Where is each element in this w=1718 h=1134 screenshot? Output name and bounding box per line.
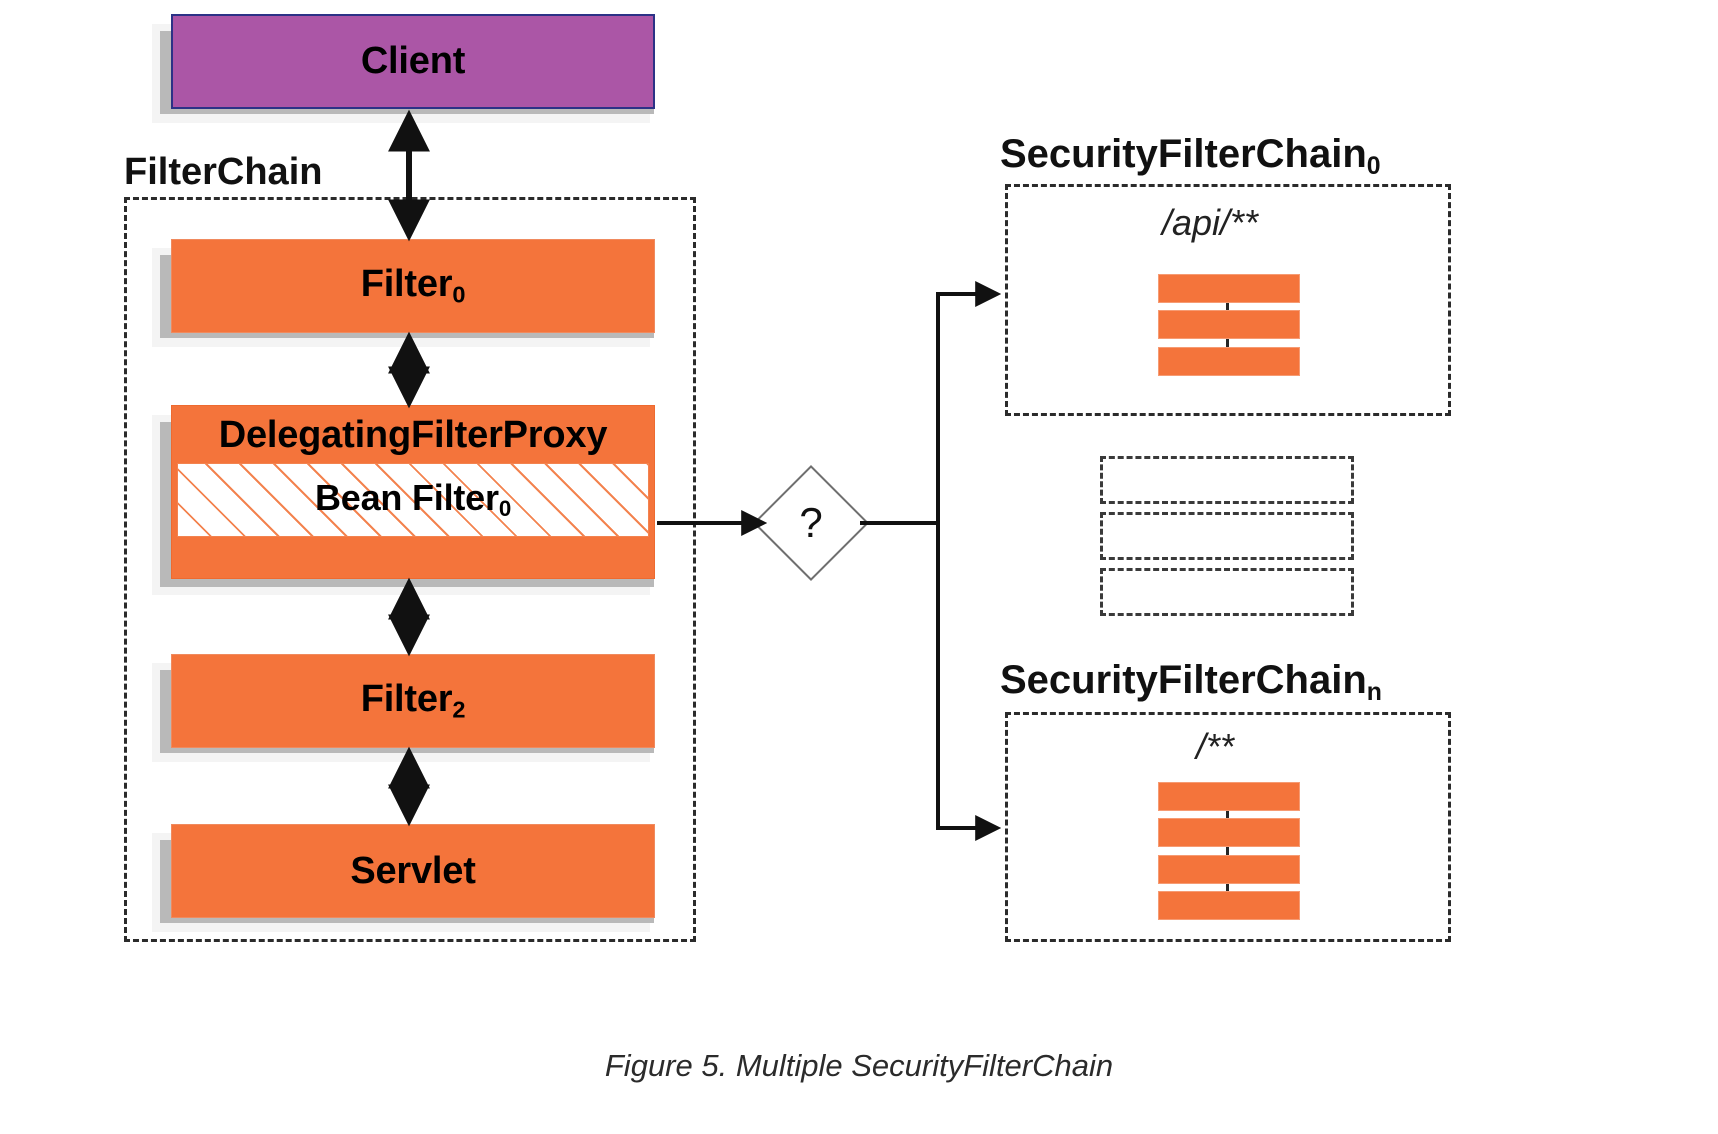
figure-caption: Figure 5. Multiple SecurityFilterChain (604, 1048, 1114, 1083)
arrow-diamond-to-chain0 (860, 281, 1002, 525)
node-filter0-label: Filter0 (360, 263, 466, 308)
chain-placeholder-2 (1100, 512, 1354, 560)
decision-diamond[interactable]: ? (753, 465, 869, 581)
node-delegating-filter-proxy[interactable]: DelegatingFilterProxy Bean Filter0 (171, 405, 655, 579)
node-servlet[interactable]: Servlet (171, 824, 655, 918)
chain-placeholder-1 (1100, 456, 1354, 504)
node-servlet-label: Servlet (350, 849, 476, 892)
chainN-bar-4[interactable] (1158, 891, 1300, 920)
securityfilterchain0-pattern: /api/** (1162, 202, 1259, 243)
chainN-bar-1[interactable] (1158, 782, 1300, 811)
chainN-bar-3[interactable] (1158, 855, 1300, 884)
bean-filter-label: Bean Filter0 (314, 477, 512, 522)
arrow-diamond-to-chainN (936, 523, 1002, 841)
securityfilterchainN-container (1005, 712, 1451, 942)
node-filter2[interactable]: Filter2 (171, 654, 655, 748)
chainN-bar-2[interactable] (1158, 818, 1300, 847)
securityfilterchainN-pattern: /** (1196, 726, 1235, 767)
chain-placeholder-3 (1100, 568, 1354, 616)
node-client[interactable]: Client (171, 14, 655, 109)
chain0-bar-3[interactable] (1158, 347, 1300, 376)
dfp-title: DelegatingFilterProxy (218, 414, 608, 456)
node-filter0[interactable]: Filter0 (171, 239, 655, 333)
securityfilterchainN-title: SecurityFilterChainn (1000, 658, 1382, 706)
node-bean-filter[interactable]: Bean Filter0 (177, 463, 649, 537)
node-client-label: Client (360, 40, 466, 82)
chain0-bar-1[interactable] (1158, 274, 1300, 303)
securityfilterchain0-container (1005, 184, 1451, 416)
filterchain-group-label: FilterChain (124, 151, 323, 193)
securityfilterchain0-title: SecurityFilterChain0 (1000, 132, 1381, 180)
diamond-label: ? (799, 499, 823, 546)
chain0-bar-2[interactable] (1158, 310, 1300, 339)
node-filter2-label: Filter2 (360, 678, 466, 723)
